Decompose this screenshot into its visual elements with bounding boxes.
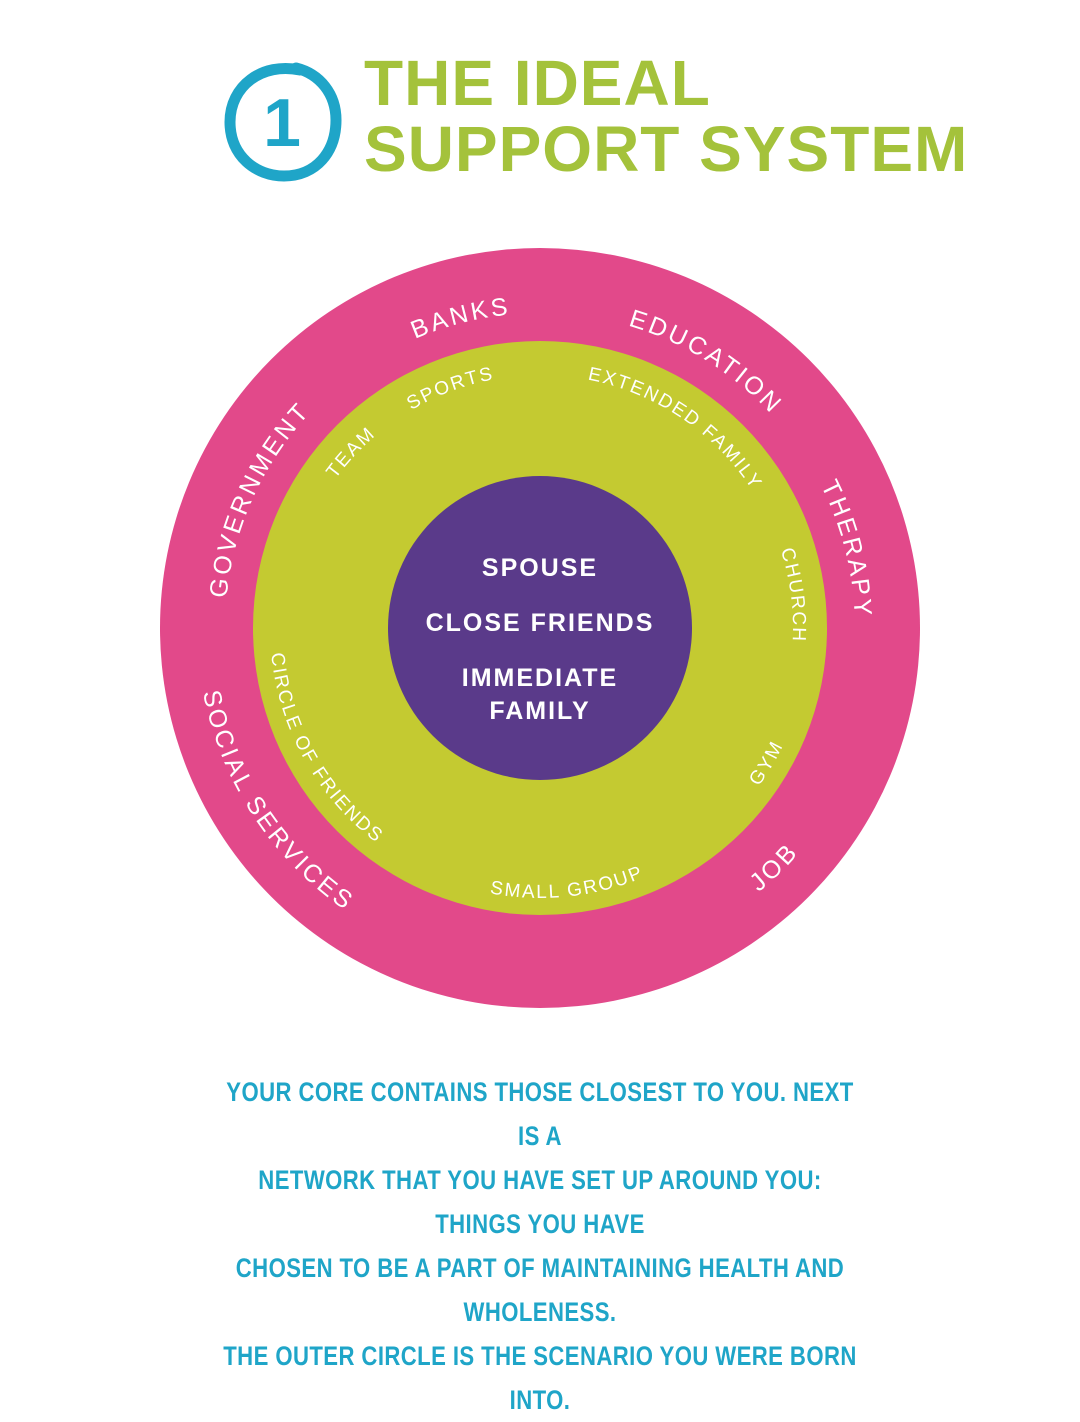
label-spouse: SPOUSE — [482, 554, 598, 582]
caption-line-1: YOUR CORE CONTAINS THOSE CLOSEST TO YOU.… — [226, 1077, 854, 1151]
header: 1 THE IDEAL SUPPORT SYSTEM — [222, 50, 982, 190]
label-close-friends: CLOSE FRIENDS — [426, 609, 655, 637]
caption: YOUR CORE CONTAINS THOSE CLOSEST TO YOU.… — [220, 1070, 860, 1422]
caption-line-4: THE OUTER CIRCLE IS THE SCENARIO YOU WER… — [223, 1341, 857, 1415]
label-immediate: IMMEDIATE — [462, 664, 618, 692]
caption-line-2: NETWORK THAT YOU HAVE SET UP AROUND YOU:… — [258, 1165, 822, 1239]
number-one-badge-icon: 1 — [224, 62, 342, 182]
label-family: FAMILY — [489, 697, 590, 725]
title-line-2: SUPPORT SYSTEM — [364, 113, 969, 185]
page-title: THE IDEAL SUPPORT SYSTEM — [364, 50, 968, 182]
caption-line-3: CHOSEN TO BE A PART OF MAINTAINING HEALT… — [235, 1253, 845, 1327]
support-system-diagram: BANKS EDUCATION GOVERNMENT THERAPY SOCIA… — [160, 248, 920, 1008]
title-line-1: THE IDEAL — [364, 47, 711, 119]
badge-number: 1 — [263, 85, 301, 161]
concentric-circles: BANKS EDUCATION GOVERNMENT THERAPY SOCIA… — [160, 248, 920, 1008]
core-circle — [388, 476, 692, 780]
